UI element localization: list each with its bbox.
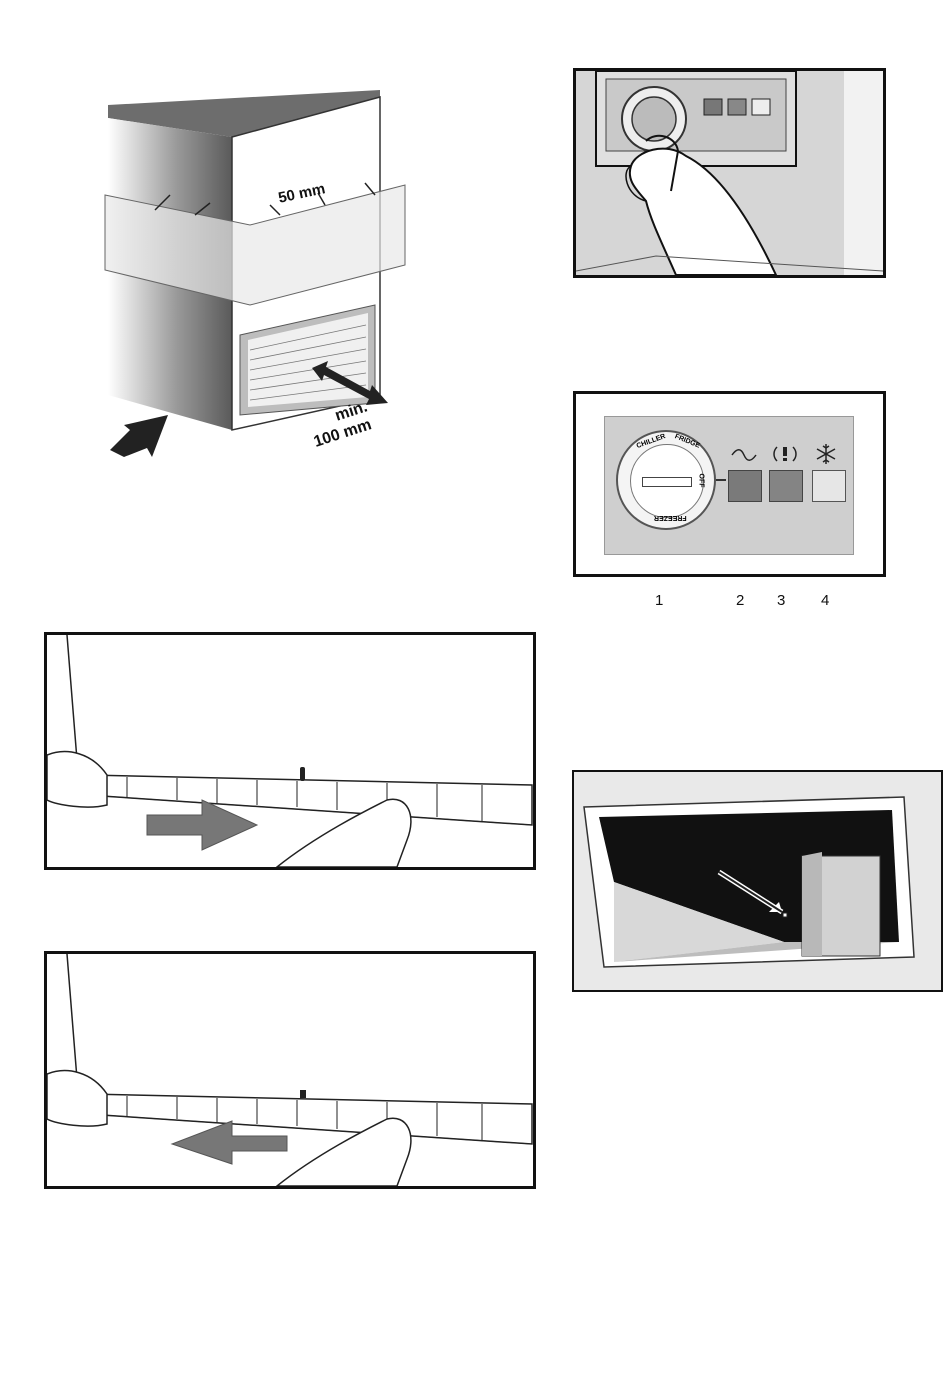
shelf-slide-left-figure — [44, 951, 536, 1189]
dial-pointer-line — [716, 479, 726, 481]
shelf-slide-right-drawing — [47, 635, 533, 867]
power-indicator-lamp — [728, 470, 762, 502]
callout-1: 1 — [655, 592, 663, 609]
dial-turning-photo — [573, 68, 886, 278]
hand-turning-dial-drawing — [576, 71, 883, 275]
freezer-indicator-lamp — [812, 470, 846, 502]
installation-clearance-figure: 50 mm min. 100 mm — [100, 85, 420, 465]
callout-4: 4 — [821, 592, 829, 609]
drain-hole-figure — [572, 770, 943, 992]
dial-label-off: OFF — [698, 474, 705, 488]
dial-label-freezer: FREEZER — [654, 514, 687, 521]
alarm-icon — [769, 444, 801, 464]
callout-3: 3 — [777, 592, 785, 609]
thermostat-dial[interactable]: CHILLER FRIDGE OFF FREEZER — [616, 430, 716, 530]
snowflake-icon — [814, 442, 838, 466]
fridge-cabinet-drawing — [100, 85, 420, 465]
thermostat-dial-knob-slot — [642, 477, 692, 487]
alarm-indicator-lamp — [769, 470, 803, 502]
shelf-slide-left-drawing — [47, 954, 533, 1186]
control-panel-figure: CHILLER FRIDGE OFF FREEZER — [573, 391, 886, 577]
callout-2: 2 — [736, 592, 744, 609]
mains-wave-icon — [728, 446, 760, 464]
drain-hole-drawing — [574, 772, 941, 990]
shelf-slide-right-figure — [44, 632, 536, 870]
